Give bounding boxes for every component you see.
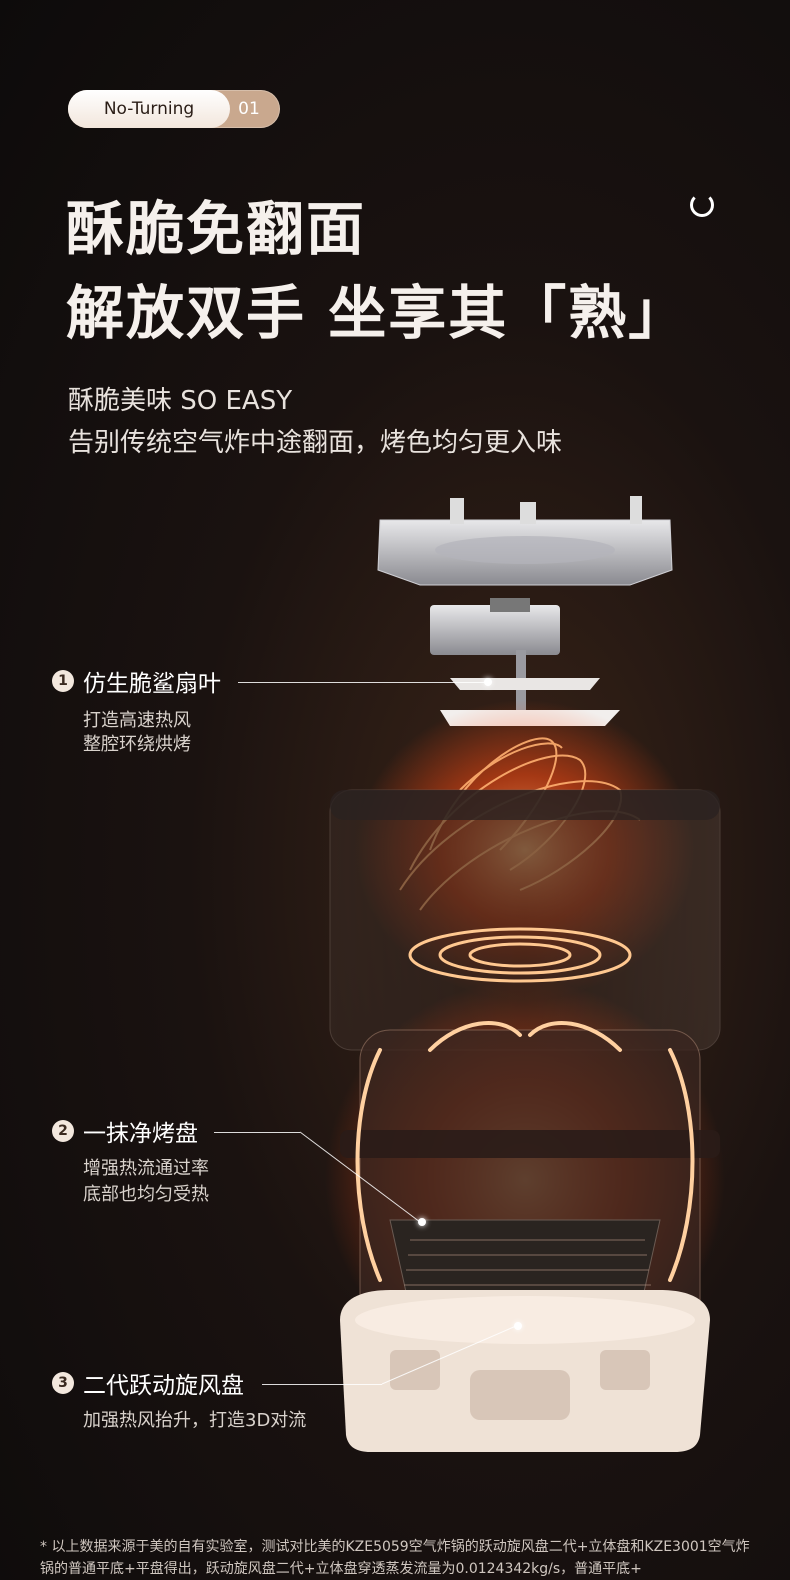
feature-desc: 底部也均匀受热 [83,1184,209,1205]
feature-title: 仿生脆鲨扇叶 [83,671,221,697]
leader-dot-3 [514,1322,522,1330]
feature-number: 3 [52,1372,74,1394]
leader-dot-1 [484,678,492,686]
footnote: * 以上数据来源于美的自有实验室，测试对比美的KZE5059空气炸锅的跃动旋风盘… [40,1539,750,1577]
feature-number: 1 [52,670,74,692]
grill-plate [404,1239,651,1286]
feature-desc: 打造高速热风 [83,710,191,731]
leader-line-2b [299,1131,421,1223]
headline-line1: 酥脆免翻面 [66,195,367,263]
cyclone-base [340,1290,710,1452]
leader-dot-2 [418,1218,426,1226]
feature-title: 一抹净烤盘 [83,1121,198,1147]
feature-badge: No-Turning 01 [68,90,280,128]
feature-desc: 整腔环绕烘烤 [83,734,191,755]
badge-number: 01 [238,99,260,119]
badge-label: No-Turning [68,90,230,128]
headline-line2: 解放双手 坐享其「熟」 [66,279,689,347]
circulation-arrows [355,1021,695,1282]
basket [340,1029,720,1341]
leader-line-3a [262,1384,382,1385]
subtitle-line2: 告别传统空气炸中途翻面，烤色均匀更入味 [68,428,563,458]
feature-title: 二代跃动旋风盘 [83,1373,244,1399]
leader-line-3b [381,1325,517,1385]
feature-number: 2 [52,1120,74,1142]
leader-line-1 [238,682,486,683]
feature-desc: 增强热流通过率 [83,1158,209,1179]
air-fryer-illustration [325,496,725,1452]
feature-desc: 加强热风抬升，打造3D对流 [83,1410,307,1431]
subtitle-line1: 酥脆美味 SO EASY [68,386,293,416]
loading-icon [690,193,714,217]
leader-line-2a [214,1132,300,1133]
motor-plate [377,496,673,586]
